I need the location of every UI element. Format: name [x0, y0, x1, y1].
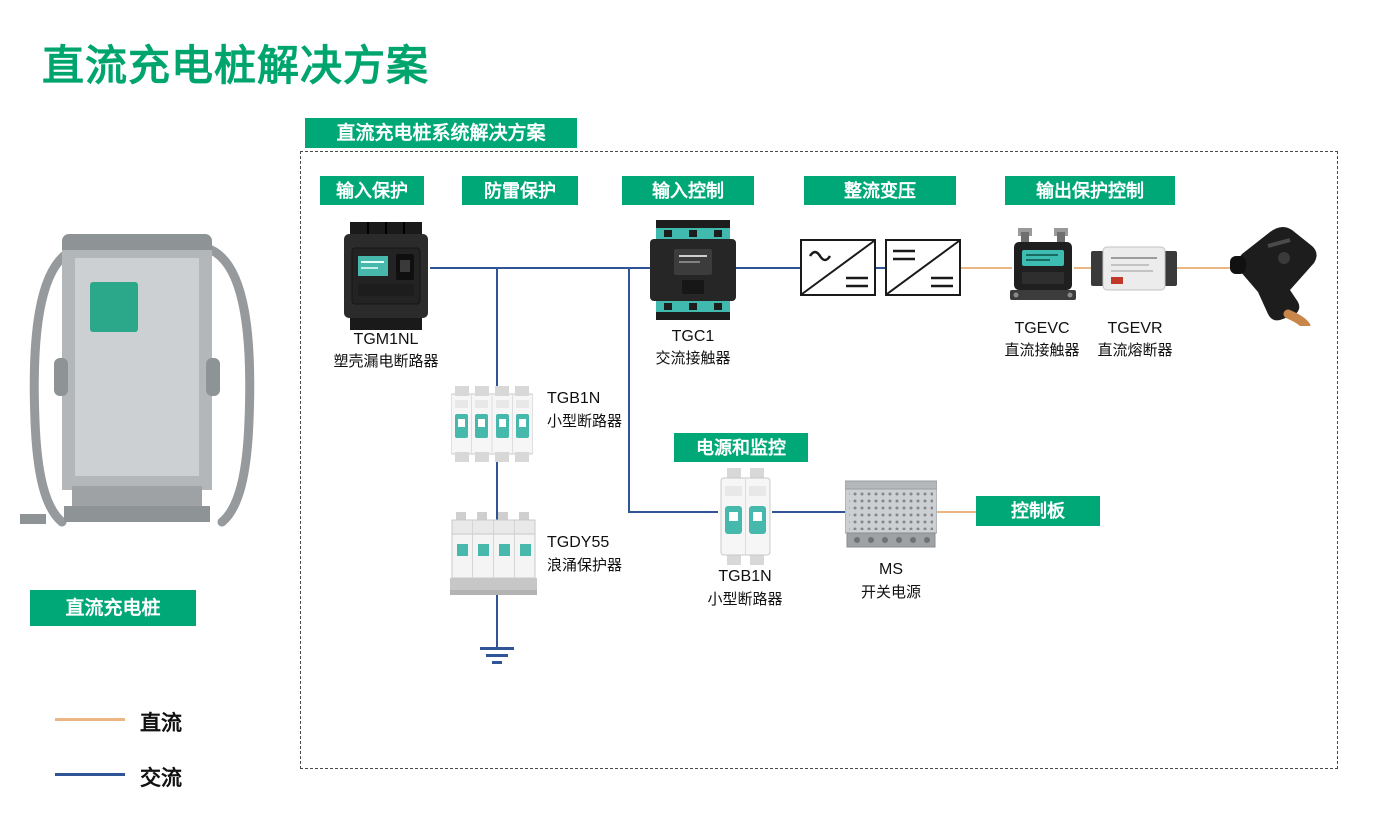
tgc1-contactor-image [650, 220, 736, 320]
tgm1nl-breaker-image [344, 222, 428, 330]
tgevc-model-label: TGEVC [1014, 320, 1070, 337]
legend-ac-label: 交流 [140, 767, 182, 790]
legend-ac-line [55, 773, 125, 776]
badge-power-and-monitoring: 电源和监控 [674, 433, 808, 462]
tgevc-dc-contactor-image [1010, 228, 1076, 300]
acdc-converter-icon [800, 239, 876, 296]
tgb1n-2p-breaker-image [720, 468, 771, 565]
ms-power-supply-image [845, 480, 937, 548]
tgb1n-2p-model-label: TGB1N [718, 568, 772, 585]
tgdy55-desc-label: 浪涌保护器 [547, 557, 623, 574]
ac-line-main-1 [430, 267, 652, 269]
tgevr-desc-label: 直流熔断器 [1097, 342, 1173, 359]
tgb1n-2p-desc-label: 小型断路器 [707, 591, 783, 608]
ac-line-to-psu [772, 511, 847, 513]
ac-line-to-mcb [628, 511, 718, 513]
dc-line-2 [1074, 267, 1093, 269]
diagram-header-badge: 直流充电桩系统解决方案 [305, 118, 577, 148]
legend-dc-line [55, 718, 125, 721]
charging-pile-illustration [20, 234, 255, 527]
ac-line-drop-monitoring [628, 268, 630, 512]
tgc1-model-label: TGC1 [671, 328, 715, 345]
ac-line-main-2 [736, 267, 802, 269]
ms-desc-label: 开关电源 [860, 584, 921, 601]
tgb1n-4p-desc-label: 小型断路器 [547, 413, 623, 430]
badge-input-control: 输入控制 [622, 176, 754, 205]
legend-dc-label: 直流 [140, 712, 182, 735]
tgevc-desc-label: 直流接触器 [1004, 342, 1080, 359]
dc-line-to-gun [1175, 267, 1240, 269]
tgevr-fuse-image [1091, 246, 1177, 291]
tgc1-desc-label: 交流接触器 [655, 350, 731, 367]
tgb1n-4p-model-label: TGB1N [547, 390, 601, 407]
badge-control-board: 控制板 [976, 496, 1100, 526]
ms-model-label: MS [879, 561, 903, 578]
dc-line-to-control-board [935, 511, 976, 513]
page-title: 直流充电桩解决方案 [42, 42, 430, 89]
badge-input-protection: 输入保护 [320, 176, 424, 205]
badge-rectifier-transform: 整流变压 [804, 176, 956, 205]
ground-symbol-mid [486, 654, 508, 657]
dc-line-1 [959, 267, 1012, 269]
badge-lightning-protection: 防雷保护 [462, 176, 578, 205]
tgevr-model-label: TGEVR [1107, 320, 1163, 337]
tgb1n-4p-breaker-image [451, 386, 533, 462]
badge-output-protection-control: 输出保护控制 [1005, 176, 1175, 205]
ground-symbol [480, 647, 514, 650]
pile-badge: 直流充电桩 [30, 590, 196, 626]
tgdy55-model-label: TGDY55 [547, 534, 610, 551]
ac-line-between-converters [875, 267, 886, 269]
charging-gun-icon [1230, 226, 1317, 326]
tgm1nl-desc-label: 塑壳漏电断路器 [333, 353, 439, 370]
diagram-container [300, 151, 1338, 769]
ground-symbol-bottom [492, 661, 502, 664]
tgdy55-surge-protector-image [450, 512, 537, 595]
dcdc-converter-icon [885, 239, 961, 296]
tgm1nl-model-label: TGM1NL [353, 331, 419, 348]
